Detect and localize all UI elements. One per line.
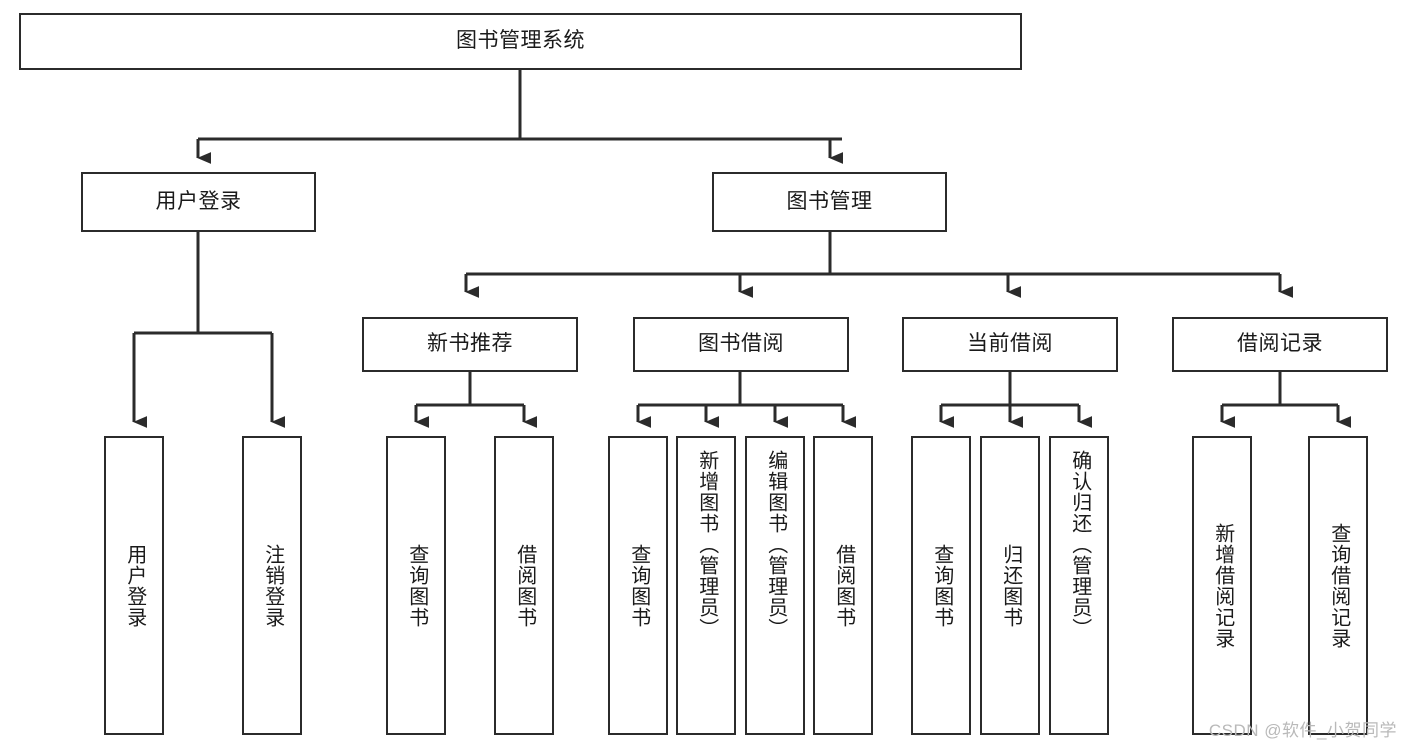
leaf-book-borrow-2[interactable]: 新增图书（管理员） — [676, 436, 736, 735]
leaf-book-borrow-4[interactable]: 借阅图书 — [813, 436, 873, 735]
node-book-manage[interactable]: 图书管理 — [712, 172, 947, 232]
node-new-book-recommend-label: 新书推荐 — [427, 332, 513, 356]
leaf-current-borrow-1-label: 查询图书 — [930, 543, 953, 628]
leaf-user-login-2[interactable]: 注销登录 — [242, 436, 302, 735]
leaf-book-borrow-1-label: 查询图书 — [627, 543, 650, 628]
leaf-current-borrow-3[interactable]: 确认归还（管理员） — [1049, 436, 1109, 735]
leaf-book-borrow-2-label: 新增图书（管理员） — [695, 450, 718, 639]
leaf-current-borrow-1[interactable]: 查询图书 — [911, 436, 971, 735]
leaf-user-login-1-label: 用户登录 — [123, 543, 146, 628]
node-user-login[interactable]: 用户登录 — [81, 172, 316, 232]
node-new-book-recommend[interactable]: 新书推荐 — [362, 317, 578, 372]
node-borrow-record-label: 借阅记录 — [1237, 332, 1323, 356]
node-borrow-record[interactable]: 借阅记录 — [1172, 317, 1388, 372]
leaf-book-borrow-4-label: 借阅图书 — [832, 543, 855, 628]
node-current-borrow[interactable]: 当前借阅 — [902, 317, 1118, 372]
leaf-current-borrow-2-label: 归还图书 — [999, 543, 1022, 628]
node-current-borrow-label: 当前借阅 — [967, 332, 1053, 356]
leaf-current-borrow-3-label: 确认归还（管理员） — [1068, 450, 1091, 639]
leaf-borrow-record-2-label: 查询借阅记录 — [1327, 522, 1350, 649]
leaf-user-login-1[interactable]: 用户登录 — [104, 436, 164, 735]
leaf-borrow-record-1-label: 新增借阅记录 — [1211, 522, 1234, 649]
node-user-login-label: 用户登录 — [155, 189, 242, 213]
node-book-borrow-label: 图书借阅 — [698, 332, 784, 356]
node-book-borrow[interactable]: 图书借阅 — [633, 317, 849, 372]
leaf-new-book-1-label: 查询图书 — [405, 543, 428, 628]
node-book-manage-label: 图书管理 — [786, 189, 873, 213]
leaf-borrow-record-2[interactable]: 查询借阅记录 — [1308, 436, 1368, 735]
leaf-borrow-record-1[interactable]: 新增借阅记录 — [1192, 436, 1252, 735]
leaf-book-borrow-3[interactable]: 编辑图书（管理员） — [745, 436, 805, 735]
leaf-book-borrow-1[interactable]: 查询图书 — [608, 436, 668, 735]
leaf-new-book-2-label: 借阅图书 — [513, 543, 536, 628]
leaf-new-book-1[interactable]: 查询图书 — [386, 436, 446, 735]
node-root-label: 图书管理系统 — [456, 29, 585, 53]
leaf-current-borrow-2[interactable]: 归还图书 — [980, 436, 1040, 735]
leaf-book-borrow-3-label: 编辑图书（管理员） — [764, 450, 787, 639]
leaf-user-login-2-label: 注销登录 — [261, 543, 284, 628]
leaf-new-book-2[interactable]: 借阅图书 — [494, 436, 554, 735]
node-root[interactable]: 图书管理系统 — [19, 13, 1022, 70]
